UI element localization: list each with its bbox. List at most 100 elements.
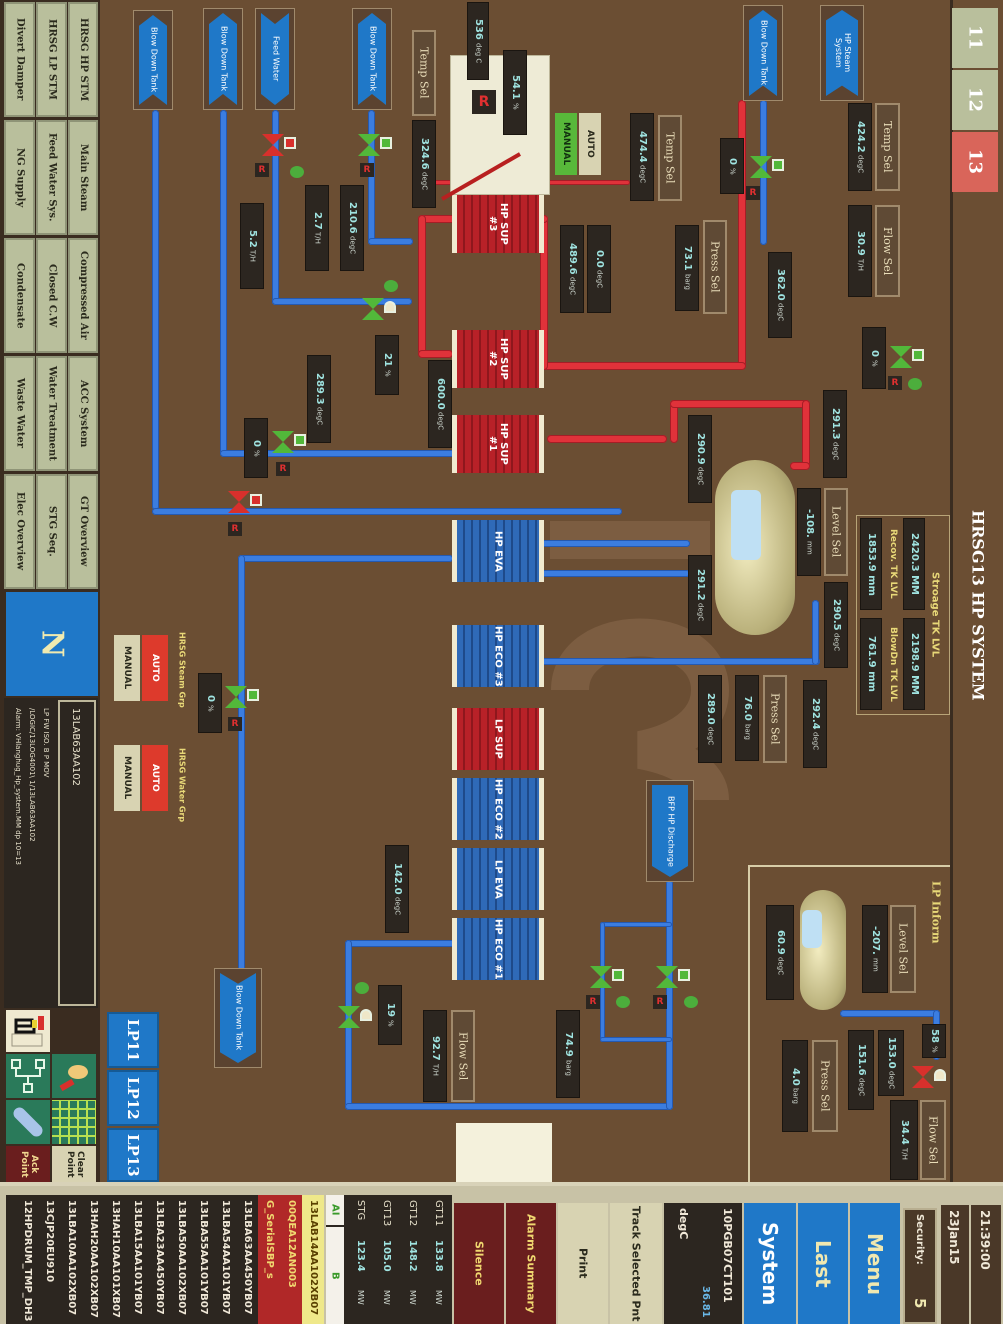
alarm-tag-item[interactable]: 13LBA63AA450YB07 — [242, 1200, 253, 1315]
arrow-feed-water[interactable]: Feed Water — [255, 8, 295, 110]
valve-fw-control[interactable] — [338, 1000, 372, 1030]
hp-eco1-exchanger[interactable]: HP ECO #1 — [452, 918, 544, 980]
steam-grp-auto-button[interactable]: AUTO — [142, 635, 168, 701]
valve-steam-grp[interactable] — [225, 680, 259, 710]
arrow-bfp-hp-discharge[interactable]: BFP HP Discharge — [646, 780, 694, 882]
flow-sel-main[interactable]: Flow Sel — [875, 205, 900, 297]
alarm-tag-active[interactable]: 00QEA12AN003 — [280, 1195, 302, 1324]
last-button[interactable]: Last — [798, 1203, 848, 1324]
menu-button[interactable]: Menu — [850, 1203, 900, 1324]
nav-hrsg-hp-stm[interactable]: HRSG HP STM — [68, 2, 98, 117]
hp-eva-exchanger[interactable]: HP EVA — [452, 520, 544, 582]
valve-blowdown-mid[interactable] — [358, 128, 392, 158]
nav-stg-seq[interactable]: STG Seq. — [36, 474, 67, 589]
temp-sel-left[interactable]: Temp Sel — [412, 30, 436, 116]
valve-lp[interactable] — [912, 1060, 946, 1090]
lp13-button[interactable]: LP13 — [107, 1128, 159, 1182]
power-tab-ai[interactable]: AI — [326, 1195, 344, 1225]
alarm-tag-item[interactable]: 13LBA55AA101YB07 — [198, 1200, 209, 1315]
alarm-tag-item[interactable]: 13LBA23AA450YB07 — [154, 1200, 165, 1315]
valve-hp-main[interactable] — [890, 340, 924, 370]
press-sel-lp[interactable]: Press Sel — [812, 1040, 838, 1132]
unit-tab-11[interactable]: 11 — [952, 8, 998, 68]
system-button[interactable]: System — [744, 1203, 796, 1324]
hp-sup3-exchanger[interactable]: HP SUP #3 — [452, 195, 544, 253]
trend-b-icon[interactable] — [6, 1010, 50, 1052]
unit-tab-13[interactable]: 13 — [952, 132, 998, 192]
valve-spray[interactable] — [362, 292, 396, 322]
nav-water-treatment[interactable]: Water Treatment — [36, 356, 67, 471]
nav-elec-overview[interactable]: Elec Overview — [4, 474, 35, 589]
lp11-button[interactable]: LP11 — [107, 1012, 159, 1068]
valve-eva-bd[interactable] — [228, 485, 262, 515]
alarm-summary-button[interactable]: Alarm Summary — [506, 1203, 556, 1324]
lp12-button[interactable]: LP12 — [107, 1070, 159, 1126]
network-diagram-icon[interactable] — [6, 1054, 50, 1098]
ack-point-button[interactable]: Ack Point — [6, 1146, 50, 1182]
print-button[interactable]: Print — [558, 1203, 608, 1324]
level-sel-drum[interactable]: Level Sel — [824, 488, 848, 576]
unit-tab-12[interactable]: 12 — [952, 70, 998, 130]
flow-sel-lp[interactable]: Flow Sel — [920, 1100, 946, 1180]
arrow-hp-steam-system[interactable]: HP Steam System — [820, 5, 864, 101]
alarm-tag-item[interactable]: 13LBA15AA101YB07 — [132, 1200, 143, 1315]
water-grp-auto-button[interactable]: AUTO — [142, 745, 168, 811]
alarm-tag-active[interactable]: G_SerialSBP_s — [258, 1195, 280, 1324]
arrow-blowdown-mid[interactable]: Blow Down Tank — [352, 8, 392, 110]
alarm-tag-item[interactable]: 12HPDRUM_TMP_DH3 — [22, 1200, 33, 1322]
temp-sel-mid[interactable]: Temp Sel — [658, 115, 682, 201]
alarm-tag-item[interactable]: 13LBA50AA102XB07 — [176, 1200, 187, 1316]
valve-bypass-2[interactable] — [656, 960, 690, 990]
alarm-tag-item[interactable]: 13HAH20AA102XB07 — [88, 1200, 99, 1318]
pointer-hand-icon[interactable] — [52, 1054, 96, 1098]
clear-point-button[interactable]: Clear Point — [52, 1146, 96, 1182]
alarm-tag-item[interactable]: 13LBA54AA101YB07 — [220, 1200, 231, 1315]
power-tab-b[interactable]: B — [326, 1227, 344, 1324]
lp-eva-exchanger[interactable]: LP EVA — [452, 848, 544, 910]
level-sel-lp[interactable]: Level Sel — [890, 905, 916, 993]
nav-feed-water-sys[interactable]: Feed Water Sys. — [36, 120, 67, 235]
nav-waste-water[interactable]: Waste Water — [4, 356, 35, 471]
nav-condensate[interactable]: Condensate — [4, 238, 35, 353]
nav-acc-system[interactable]: ACC System — [68, 356, 98, 471]
valve-blowdown-top[interactable] — [750, 150, 784, 180]
valve-bypass-1[interactable] — [590, 960, 624, 990]
north-compass-button[interactable]: N — [6, 592, 98, 696]
press-sel-drum[interactable]: Press Sel — [763, 675, 787, 763]
arrow-blowdown-bottom[interactable]: Blow Down Tank — [214, 968, 262, 1068]
hp-sup1-exchanger[interactable]: HP SUP #1 — [452, 415, 544, 473]
att-auto-button[interactable]: AUTO — [579, 113, 601, 175]
att-manual-button[interactable]: MANUAL — [555, 113, 577, 175]
arrow-blowdown-top[interactable]: Blow Down Tank — [743, 5, 783, 101]
hp-sup2-exchanger[interactable]: HP SUP #2 — [452, 330, 544, 388]
hp-eco3-exchanger[interactable]: HP ECO #3 — [452, 625, 544, 687]
nav-closed-cw[interactable]: Closed C.W — [36, 238, 67, 353]
temp-sel-main[interactable]: Temp Sel — [875, 103, 900, 191]
water-grp-manual-button[interactable]: MANUAL — [114, 745, 140, 811]
nav-gt-overview[interactable]: GT Overview — [68, 474, 98, 589]
silence-button[interactable]: Silence — [454, 1203, 504, 1324]
lp-sup-exchanger[interactable]: LP SUP — [452, 708, 544, 770]
alarm-tag-highlighted[interactable]: 13LAB14AA102XB07 — [302, 1195, 324, 1324]
steam-grp-manual-button[interactable]: MANUAL — [114, 635, 140, 701]
scroll-doc-icon[interactable] — [6, 1100, 50, 1144]
grid-icon[interactable] — [52, 1100, 96, 1144]
nav-hrsg-lp-stm[interactable]: HRSG LP STM — [36, 2, 67, 117]
track-selected-button[interactable]: Track Selected Pnt — [610, 1203, 662, 1324]
press-sel-mid[interactable]: Press Sel — [703, 220, 727, 314]
alarm-tag-item[interactable]: 13LBA10AA102XB07 — [66, 1200, 77, 1316]
nav-main-steam[interactable]: Main Steam — [68, 120, 98, 235]
alarm-tag-item[interactable]: 13HAH10AA101XB07 — [110, 1200, 121, 1318]
nav-ng-supply[interactable]: NG Supply — [4, 120, 35, 235]
nav-compressed-air[interactable]: Compressed Air — [68, 238, 98, 353]
alarm-tag-item[interactable]: 13CJP20EU910 — [44, 1200, 55, 1283]
lp-drum[interactable] — [800, 890, 846, 1010]
nav-divert-damper[interactable]: Divert Damper — [4, 2, 35, 117]
flow-sel-fw[interactable]: Flow Sel — [451, 1010, 475, 1102]
valve-sup1-bd[interactable] — [272, 425, 306, 455]
arrow-blowdown-left2[interactable]: Blow Down Tank — [203, 8, 243, 110]
hp-drum[interactable] — [715, 460, 795, 635]
arrow-blowdown-left1[interactable]: Blow Down Tank — [133, 10, 173, 110]
hp-eco2-exchanger[interactable]: HP ECO #2 — [452, 778, 544, 840]
valve-feedwater[interactable] — [262, 128, 296, 158]
